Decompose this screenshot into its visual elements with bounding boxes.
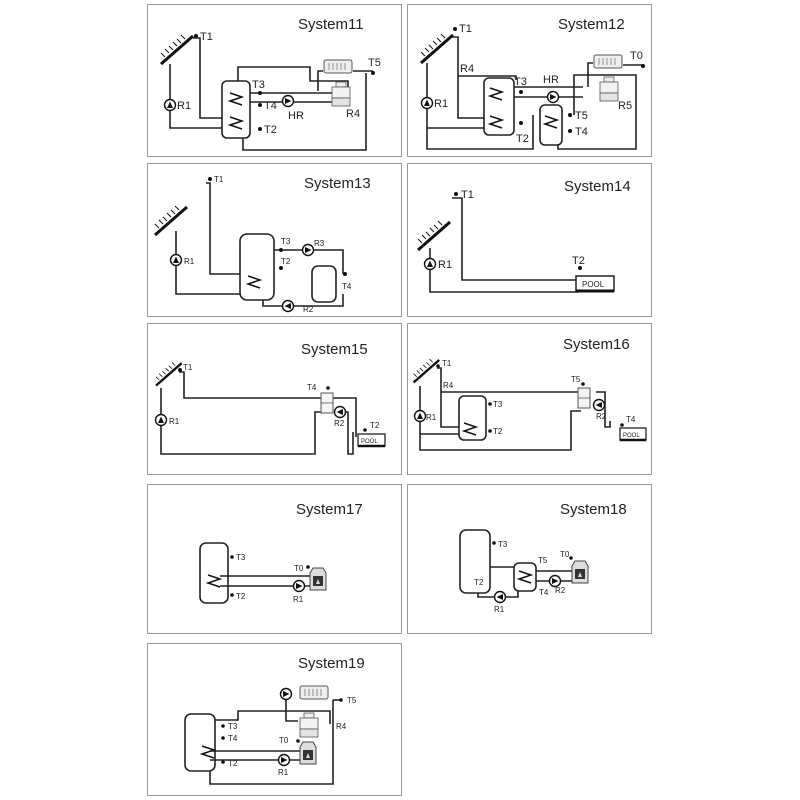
sensor-label: T0	[294, 564, 304, 573]
pump-label: R1	[434, 98, 448, 110]
solar-collector-icon	[159, 33, 195, 66]
sensor-label: T5	[368, 57, 381, 69]
pump-icon	[281, 94, 295, 108]
sensor-label: T1	[183, 363, 193, 372]
sensor-label: T3	[493, 400, 503, 409]
sensor-label: T1	[200, 31, 213, 43]
radiator-icon	[323, 59, 353, 74]
panel-system12: System12 T1 R1 R4 T3 T2 HR T0 R5 T5 T4	[407, 4, 652, 157]
pump-label: R1	[438, 259, 452, 271]
pump-label: R2	[555, 586, 566, 595]
panel-title: System18	[560, 501, 627, 518]
panel-system14: System14 T1 R1 T2 POOL	[407, 163, 652, 317]
panel-title: System12	[558, 16, 625, 33]
sensor-label: T4	[307, 383, 317, 392]
sensor-label: T3	[236, 553, 246, 562]
pump-label: R1	[278, 768, 289, 777]
sensor-label: T4	[626, 415, 636, 424]
sensor-label: T1	[461, 189, 474, 201]
sensor-label: T2	[474, 578, 484, 587]
panel-title: System16	[563, 336, 630, 353]
sensor-label: T2	[228, 759, 238, 768]
sensor-label: T2	[370, 421, 380, 430]
panel-system16: System16 T1 R1 R4 T3 T2 T5 R2 T4 POOL	[407, 323, 652, 475]
panel-title: System17	[296, 501, 363, 518]
pump-label: R1	[426, 413, 437, 422]
sensor-label: T0	[560, 550, 570, 559]
panel-system13: System13 T1 R1 T3 T2 R3 T4 R2	[147, 163, 402, 317]
sensor-label: T3	[252, 79, 265, 91]
panel-title: System13	[304, 175, 371, 192]
sensor-label: T1	[459, 23, 472, 35]
sensor-label: T2	[572, 255, 585, 267]
pump-label: R2	[303, 305, 314, 314]
panel-system17: System17 T3 T2 R1 T0	[147, 484, 402, 634]
stove-icon	[309, 567, 327, 591]
sensor-label: T5	[575, 110, 588, 122]
pump-label: R2	[596, 412, 607, 421]
pump-label: R3	[314, 239, 325, 248]
sensor-label: T4	[264, 100, 277, 112]
panel-system18: System18 T3 T2 T5 T4 R2 T0 R1	[407, 484, 652, 634]
panel-title: System14	[564, 178, 631, 195]
pump-label: R1	[293, 595, 304, 604]
sensor-label: T3	[498, 540, 508, 549]
sensor-label: T4	[539, 588, 549, 597]
pump-label: R2	[334, 419, 345, 428]
valve-label: R4	[443, 381, 454, 390]
valve-label: R5	[618, 100, 632, 112]
sensor-label: T3	[514, 76, 527, 88]
pump-label: R1	[177, 100, 191, 112]
pool-label: POOL	[623, 433, 640, 439]
sensor-label: T5	[347, 696, 357, 705]
panel-system15: System15 T1 R1 T4 R2 T2 POOL	[147, 323, 402, 475]
pump-label: R1	[494, 605, 505, 614]
pump-icon	[163, 98, 177, 112]
sensor-label: T3	[228, 722, 238, 731]
pump-label: R1	[169, 417, 180, 426]
sensor-label: T0	[279, 736, 289, 745]
sensor-label: T0	[630, 50, 643, 62]
panel-title: System15	[301, 341, 368, 358]
sensor-label: T3	[281, 237, 291, 246]
pool-label: POOL	[361, 439, 378, 445]
panel-title: System11	[298, 16, 364, 33]
pump-label: HR	[543, 74, 559, 86]
sensor-label: T2	[281, 257, 291, 266]
panel-system11: System11 T1 R1 T3 T4 T2 HR T5 R4	[147, 4, 402, 157]
pump-label: R1	[184, 257, 195, 266]
valve-label: R4	[346, 108, 360, 120]
heat-exchanger-icon	[320, 392, 334, 414]
sensor-label: T5	[571, 375, 581, 384]
sensor-label: T1	[442, 359, 452, 368]
sensor-label: T4	[575, 126, 588, 138]
valve-label: R4	[336, 722, 347, 731]
pool-label: POOL	[582, 280, 605, 289]
panel-title: System19	[298, 655, 365, 672]
sensor-label: T2	[236, 592, 246, 601]
sensor-label: T2	[516, 133, 529, 145]
sensor-label: T2	[493, 427, 503, 436]
sensor-label: T5	[538, 556, 548, 565]
sensor-label: T2	[264, 124, 277, 136]
sensor-label: T1	[214, 175, 224, 184]
panel-system19: System19 T3 T4 T2 T5 R4 T0 R1	[147, 643, 402, 796]
valve-label: R4	[460, 63, 474, 75]
sensor-label: T4	[228, 734, 238, 743]
sensor-label: T4	[342, 282, 352, 291]
pump-label: HR	[288, 110, 304, 122]
